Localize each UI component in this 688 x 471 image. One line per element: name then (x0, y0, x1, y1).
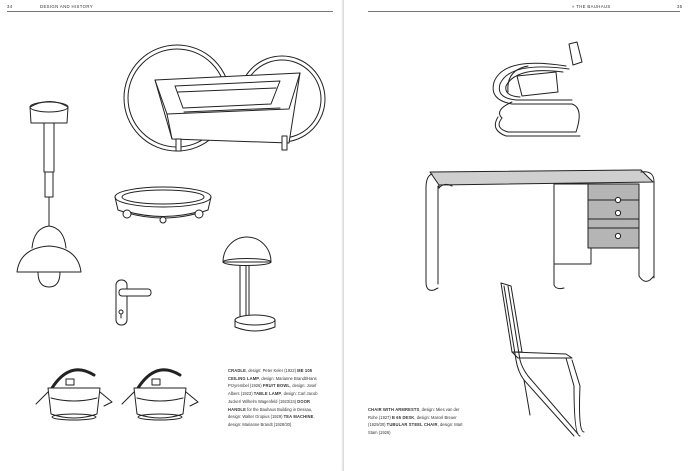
right-page: » THE BAUHAUS 35 (344, 0, 688, 471)
table-lamp-illustration (223, 237, 275, 331)
caption-cradle: CRADLE, design: Peter Keler (1922) (228, 368, 297, 373)
caption-desk: B 65 DESK, design: Marcel Breuer (1929/3… (368, 414, 457, 428)
ceiling-lamp-illustration (17, 102, 81, 288)
tubular-steel-chair-illustration (501, 283, 584, 436)
left-captions: CRADLE, design: Peter Keler (1922) ME 10… (228, 367, 326, 429)
caption-table-lamp: TABLE LAMP, design: Carl Jacob Jucker/ W… (228, 391, 318, 404)
running-head: » THE BAUHAUS (572, 4, 611, 9)
tea-machine-illustration-1 (36, 370, 112, 420)
caption-door-handle: DOOR HANDLE for the Bauhaus Building in … (228, 398, 313, 420)
right-captions: CHAIR WITH ARMRESTS, design: Mies van de… (368, 406, 466, 437)
page-number: 34 (7, 4, 13, 9)
desk-illustration (426, 170, 654, 290)
left-page: 34 DESIGN AND HISTORY (0, 0, 344, 471)
fruit-bowl-illustration (115, 187, 211, 223)
header-rule (7, 11, 333, 12)
page-number: 35 (677, 4, 683, 9)
cradle-illustration (124, 45, 325, 151)
door-handle-illustration (116, 280, 151, 325)
header-rule (368, 11, 680, 12)
tea-machine-illustration-2 (122, 370, 198, 420)
caption-ceiling-lamp: ME 105 CEILING LAMP, design: Marianne Br… (228, 368, 317, 389)
caption-fruit-bowl: FRUIT BOWL, design: Josef Albers (1923) (228, 383, 317, 397)
right-illustrations (344, 0, 688, 471)
running-head: DESIGN AND HISTORY (40, 4, 93, 9)
chair-with-armrests-illustration (493, 42, 582, 136)
caption-tubular-steel-chair: TUBULAR STEEL CHAIR, design: Mart Stam (… (368, 422, 463, 436)
caption-chair-with-armrests: CHAIR WITH ARMRESTS, design: Mies van de… (368, 407, 460, 420)
caption-tea-machine: TEA MACHINE, design: Marianne Brandt (19… (228, 414, 315, 427)
left-illustrations (0, 0, 344, 471)
